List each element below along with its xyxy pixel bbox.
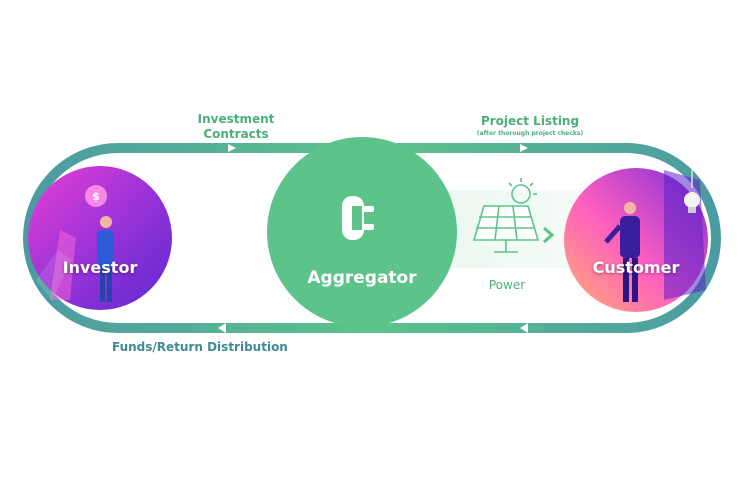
- arrow-return-left: [520, 323, 528, 333]
- investment-contracts-line1: Investment: [197, 112, 275, 126]
- funds-distribution-label: Funds/Return Distribution: [112, 340, 288, 354]
- power-arrow-icon: [543, 226, 555, 244]
- arrow-funds-left: [218, 323, 226, 333]
- project-listing-note: (after thorough project checks): [476, 130, 584, 137]
- investor-label: Investor: [62, 258, 138, 277]
- power-label: Power: [488, 278, 526, 292]
- arrow-listing-right: [520, 144, 528, 152]
- svg-text:$: $: [92, 190, 100, 203]
- investor-node[interactable]: $: [28, 166, 172, 310]
- aggregator-node[interactable]: [267, 137, 457, 327]
- project-listing-label: Project Listing: [480, 114, 580, 128]
- customer-label: Customer: [592, 258, 680, 277]
- investment-contracts-label: Investment Contracts: [186, 112, 286, 142]
- plug-icon: [342, 196, 374, 240]
- arrow-investment-right: [228, 144, 236, 152]
- light-bulb-icon: [684, 170, 700, 213]
- customer-figure: [604, 202, 640, 302]
- customer-node[interactable]: [564, 168, 708, 312]
- flow-direction-arrows: [218, 144, 528, 333]
- investment-contracts-line2: Contracts: [203, 127, 269, 141]
- investor-figure: [97, 216, 114, 302]
- dollar-coin-icon: $: [85, 185, 107, 207]
- aggregator-label: Aggregator: [307, 268, 417, 288]
- solar-panel-icon: [472, 178, 540, 253]
